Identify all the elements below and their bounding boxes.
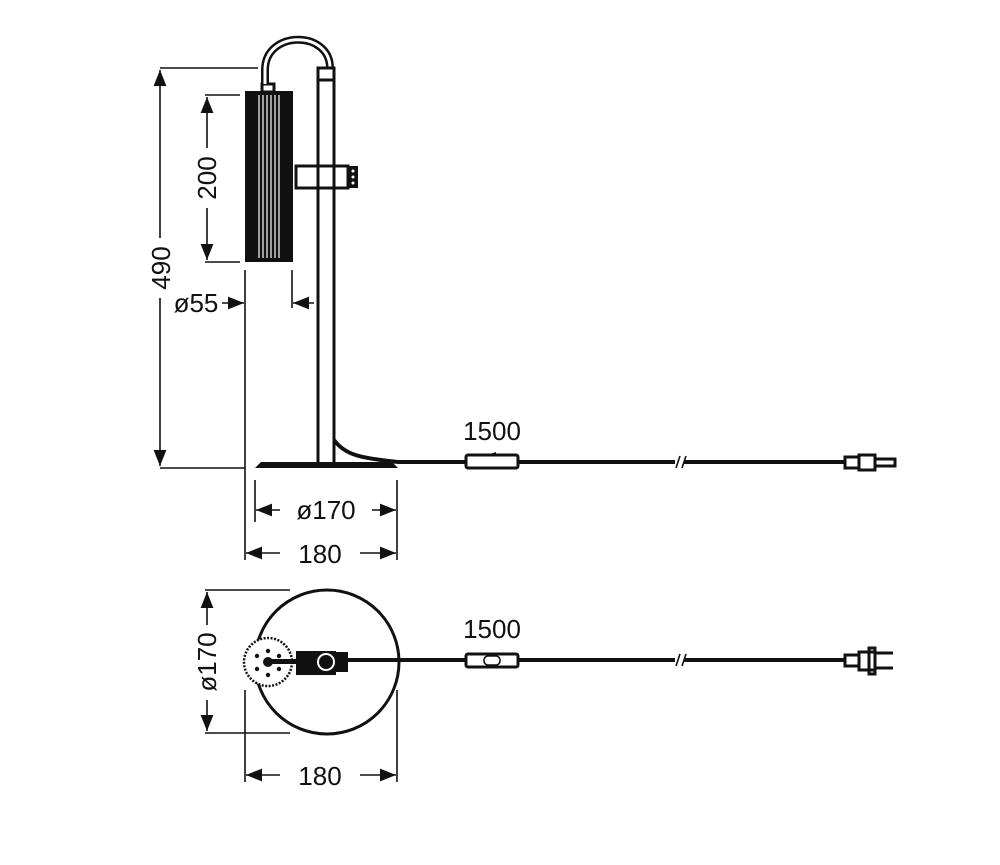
label-cable-1500-top: 1500 (463, 614, 521, 644)
label-180-top: 180 (298, 761, 341, 791)
dimension-head-diameter: ø55 (174, 270, 314, 560)
plug-top-icon (843, 646, 893, 676)
dimension-head-height: 200 (192, 94, 240, 263)
dimension-top-diameter: ø170 (192, 589, 290, 734)
dimension-height-total: 490 (146, 67, 258, 469)
dimension-top-width: 180 (244, 690, 398, 791)
label-180-side: 180 (298, 539, 341, 569)
side-view: 490 200 ø55 (146, 35, 897, 569)
label-o55: ø55 (174, 288, 219, 318)
lamp-head (245, 35, 334, 262)
dimension-base-diameter: ø170 (254, 480, 398, 560)
lamp-pole (294, 66, 358, 467)
label-490: 490 (146, 246, 176, 289)
label-o170-top: ø170 (192, 632, 222, 691)
cable-top: 1500 (348, 614, 893, 676)
lamp-base (255, 462, 398, 468)
lamp-top-fixture (242, 636, 348, 688)
label-o170-side: ø170 (296, 495, 355, 525)
plug-side-icon (843, 453, 897, 472)
cable-side: 1500 (332, 416, 897, 472)
label-cable-1500-side: 1500 (463, 416, 521, 446)
top-view: ø170 1500 (192, 588, 893, 791)
dimension-base-width: 180 (246, 539, 396, 569)
label-200: 200 (192, 156, 222, 199)
